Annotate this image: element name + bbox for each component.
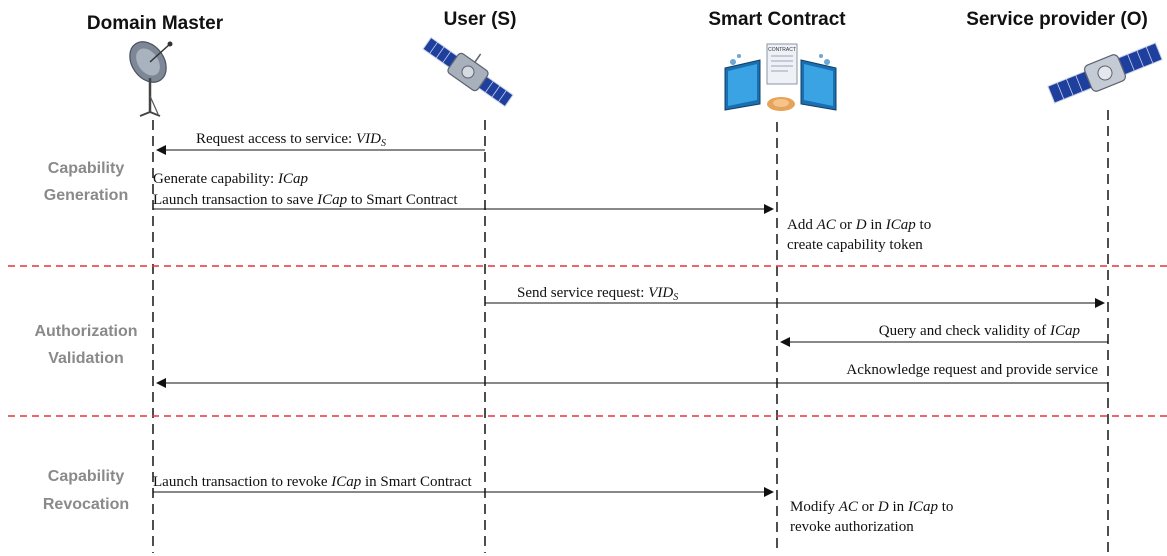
phase-label-capability-generation-line2: Generation bbox=[44, 187, 128, 204]
satellite-icon bbox=[422, 36, 514, 108]
contract-label: CONTRACT bbox=[768, 47, 796, 53]
msg-generate-capability: Generate capability: ICap bbox=[153, 171, 308, 187]
satellite-icon bbox=[1047, 42, 1163, 104]
msg-launch-save: Launch transaction to save ICap to Smart… bbox=[153, 192, 458, 208]
msg-request-access: Request access to service: VIDS bbox=[196, 131, 386, 149]
phase-label-capability-revocation-line1: Capability bbox=[48, 468, 125, 485]
smart-contract-icon: CONTRACT bbox=[724, 43, 837, 111]
phase-label-authorization-validation-line2: Validation bbox=[48, 350, 124, 367]
msg-modify-ac-d: Modify AC or D in ICap to bbox=[790, 499, 953, 515]
actor-title-domain-master: Domain Master bbox=[87, 13, 224, 34]
phase-label-capability-revocation-line2: Revocation bbox=[43, 496, 129, 513]
msg-query-check: Query and check validity of ICap bbox=[879, 323, 1081, 339]
msg-send-service-request: Send service request: VIDS bbox=[517, 285, 678, 303]
msg-create-token: create capability token bbox=[787, 237, 923, 253]
phase-label-capability-generation-line1: Capability bbox=[48, 160, 125, 177]
actor-title-smart-contract: Smart Contract bbox=[708, 9, 846, 30]
actor-title-user: User (S) bbox=[444, 9, 517, 30]
msg-revoke-authorization: revoke authorization bbox=[790, 519, 914, 535]
phase-label-authorization-validation-line1: Authorization bbox=[34, 323, 137, 340]
msg-launch-revoke: Launch transaction to revoke ICap in Sma… bbox=[153, 474, 472, 490]
actor-title-service-provider: Service provider (O) bbox=[966, 9, 1148, 30]
msg-acknowledge: Acknowledge request and provide service bbox=[846, 362, 1098, 378]
msg-add-ac-d: Add AC or D in ICap to bbox=[787, 217, 931, 233]
satellite-dish-icon bbox=[129, 41, 173, 117]
